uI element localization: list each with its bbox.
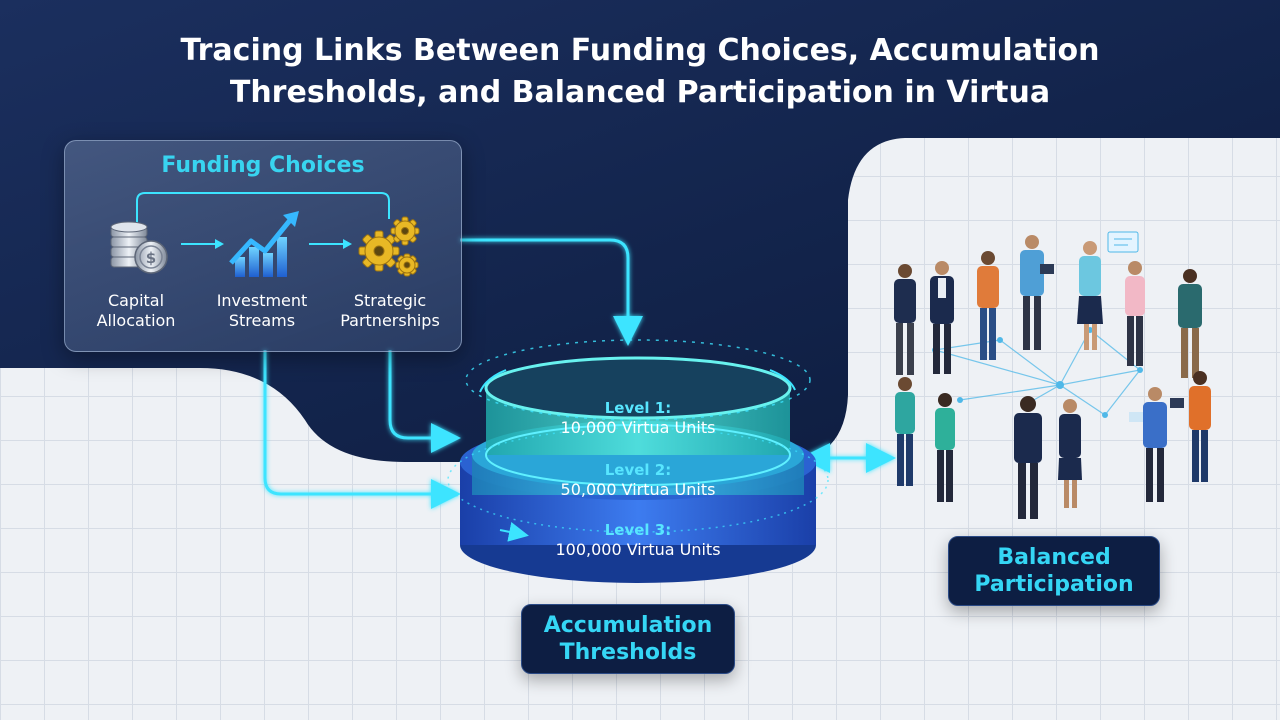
accumulation-thresholds-label: Accumulation Thresholds bbox=[521, 604, 735, 674]
connector-investment-to-tank bbox=[263, 350, 461, 509]
level-3-value: 100,000 Virtua Units bbox=[555, 540, 721, 559]
accumulation-thresholds-line-1: Accumulation bbox=[543, 613, 713, 638]
connector-partnerships-to-tank bbox=[388, 350, 461, 453]
balanced-participation-line-2: Participation bbox=[974, 572, 1134, 597]
threshold-level-3: Level 3: 100,000 Virtua Units bbox=[518, 520, 758, 560]
connector-panel-to-level1 bbox=[460, 238, 643, 346]
level-1-value: 10,000 Virtua Units bbox=[560, 418, 716, 437]
strategic-partnerships-line-2: Partnerships bbox=[340, 311, 440, 330]
level-2-value: 50,000 Virtua Units bbox=[560, 480, 716, 499]
investment-streams-line-1: Investment bbox=[216, 291, 308, 310]
investment-streams-line-2: Streams bbox=[228, 311, 296, 330]
level-1-name: Level 1: bbox=[604, 399, 672, 417]
page-title: Tracing Links Between Funding Choices, A… bbox=[0, 30, 1280, 114]
investment-streams-label: Investment Streams bbox=[197, 291, 327, 331]
threshold-level-2: Level 2: 50,000 Virtua Units bbox=[518, 460, 758, 500]
panel-flow-arrows bbox=[136, 192, 390, 249]
accumulation-thresholds-line-2: Thresholds bbox=[559, 640, 697, 665]
strategic-partnerships-line-1: Strategic bbox=[353, 291, 427, 310]
growth-chart-icon bbox=[229, 211, 299, 277]
funding-choices-heading: Funding Choices bbox=[161, 153, 365, 178]
svg-text:$: $ bbox=[146, 249, 156, 267]
title-line-1: Tracing Links Between Funding Choices, A… bbox=[180, 33, 1100, 68]
coin-stack-icon: $ bbox=[110, 221, 168, 274]
gears-icon bbox=[358, 216, 420, 277]
capital-allocation-label: Capital Allocation bbox=[71, 291, 201, 331]
level-3-name: Level 3: bbox=[604, 521, 672, 539]
level-2-name: Level 2: bbox=[604, 461, 672, 479]
balanced-participation-label: Balanced Participation bbox=[948, 536, 1160, 606]
threshold-level-1: Level 1: 10,000 Virtua Units bbox=[518, 398, 758, 438]
funding-choices-panel: Funding Choices $ bbox=[64, 140, 462, 352]
balanced-participation-line-1: Balanced bbox=[997, 545, 1111, 570]
title-line-2: Thresholds, and Balanced Participation i… bbox=[229, 75, 1051, 110]
capital-allocation-line-2: Allocation bbox=[96, 311, 176, 330]
strategic-partnerships-label: Strategic Partnerships bbox=[325, 291, 455, 331]
capital-allocation-line-1: Capital bbox=[107, 291, 165, 310]
